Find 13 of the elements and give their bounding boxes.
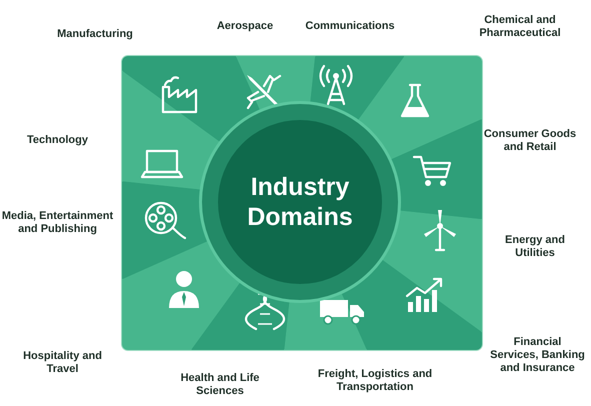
domain-label: Health and Life Sciences xyxy=(180,372,260,398)
domain-label: Media, Entertainment and Publishing xyxy=(0,210,114,236)
domain-label: Aerospace xyxy=(216,20,274,33)
domain-label: Manufacturing xyxy=(56,28,134,41)
domain-label: Technology xyxy=(26,134,89,147)
domain-label: Hospitality and Travel xyxy=(22,350,103,376)
domain-label: Financial Services, Banking and Insurance xyxy=(490,336,585,375)
domain-label: Consumer Goods and Retail xyxy=(482,128,578,154)
domain-label: Freight, Logistics and Transportation xyxy=(316,368,434,394)
domain-label: Communications xyxy=(304,20,396,33)
domain-label: Chemical and Pharmaceutical xyxy=(478,14,562,40)
hub-label: Industry Domains xyxy=(246,172,354,232)
domain-label: Energy and Utilities xyxy=(504,234,566,260)
